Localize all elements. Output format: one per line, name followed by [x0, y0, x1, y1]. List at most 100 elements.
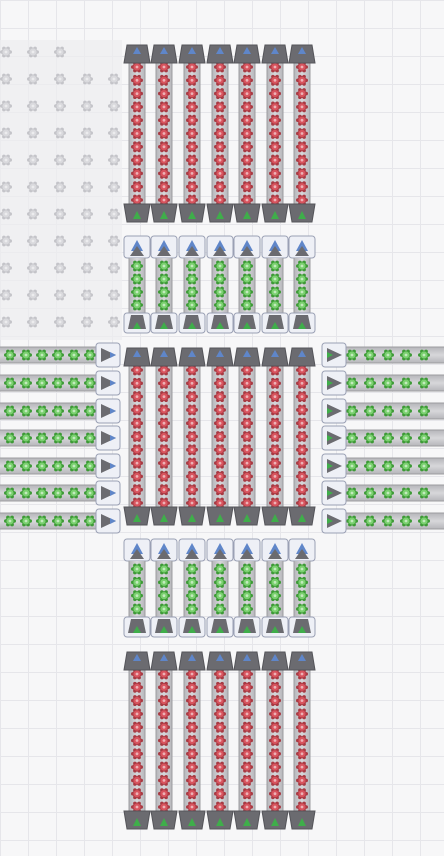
- arrow-up-icon: [269, 543, 281, 554]
- item-green-gear: [241, 590, 253, 602]
- conveyor-belt[interactable]: [294, 258, 310, 313]
- arrow-up-icon: [268, 549, 282, 559]
- ghost-gear-icon: [54, 154, 66, 166]
- ghost-gear-icon: [54, 208, 66, 220]
- item-red-gear: [131, 444, 143, 456]
- arrow-up-icon: [157, 549, 171, 559]
- item-red-gear: [131, 154, 143, 166]
- item-red-gear: [241, 377, 253, 389]
- ghost-gear-icon: [0, 154, 12, 166]
- ghost-gear-icon: [81, 208, 93, 220]
- conveyor-belt[interactable]: [156, 258, 172, 313]
- item-red-gear: [214, 114, 226, 126]
- ghost-gear-icon: [27, 127, 39, 139]
- item-red-gear: [158, 681, 170, 693]
- arrow-up-icon: [243, 818, 251, 826]
- arrow-right-icon: [110, 518, 116, 524]
- item-green-gear: [214, 260, 226, 272]
- item-red-gear: [269, 457, 282, 469]
- item-red-gear: [269, 431, 282, 442]
- item-red-gear: [131, 181, 143, 193]
- ghost-gear-icon: [81, 73, 93, 85]
- item-red-gear: [241, 404, 253, 416]
- conveyor-belt[interactable]: [212, 561, 228, 617]
- item-red-gear: [214, 391, 226, 403]
- item-green-gear: [4, 515, 16, 527]
- item-red-gear: [131, 681, 143, 693]
- item-green-gear: [20, 349, 32, 361]
- item-red-gear: [296, 444, 309, 456]
- arrow-up-icon: [160, 654, 168, 661]
- item-red-gear: [296, 708, 309, 720]
- item-red-gear: [269, 681, 282, 693]
- arrow-up-icon: [216, 322, 224, 329]
- item-green-gear: [418, 460, 431, 472]
- item-red-gear: [269, 748, 282, 760]
- ghost-gear-icon: [54, 289, 66, 301]
- conveyor-belt[interactable]: [267, 561, 283, 617]
- item-red-gear: [269, 668, 282, 680]
- item-green-gear: [214, 273, 226, 285]
- item-red-gear: [131, 404, 143, 416]
- item-red-gear: [214, 154, 226, 166]
- item-red-gear: [131, 431, 143, 442]
- item-red-gear: [158, 88, 170, 100]
- item-red-gear: [158, 391, 170, 403]
- arrow-up-icon: [160, 818, 168, 826]
- arrow-up-icon: [296, 240, 308, 251]
- item-green-gear: [36, 377, 48, 389]
- arrow-up-icon: [214, 240, 226, 251]
- item-green-gear: [84, 487, 96, 499]
- item-green-gear: [346, 349, 359, 361]
- item-red-gear: [269, 470, 282, 482]
- right-belt-row: [321, 342, 444, 368]
- conveyor-belt[interactable]: [129, 561, 145, 617]
- ghost-gear-icon: [0, 262, 12, 274]
- arrow-up-icon: [188, 47, 196, 54]
- item-green-gear: [158, 603, 170, 615]
- arrow-up-icon: [186, 240, 198, 251]
- ghost-gear-icon: [81, 235, 93, 247]
- item-red-gear: [269, 444, 282, 456]
- item-green-gear: [214, 603, 226, 615]
- conveyor-belt[interactable]: [239, 258, 255, 313]
- ghost-gear-icon: [108, 316, 120, 328]
- item-red-gear: [186, 167, 198, 179]
- conveyor-belt[interactable]: [184, 258, 200, 313]
- item-green-gear: [364, 377, 377, 389]
- conveyor-belt[interactable]: [129, 258, 145, 313]
- item-green-gear: [418, 377, 431, 389]
- ghost-gear-icon: [81, 100, 93, 112]
- arrow-right-icon: [101, 514, 116, 528]
- item-green-gear: [400, 405, 413, 417]
- arrow-up-icon: [295, 549, 309, 559]
- conveyor-belt[interactable]: [239, 561, 255, 617]
- conveyor-belt[interactable]: [212, 258, 228, 313]
- item-red-gear: [241, 774, 253, 786]
- ghost-gear-icon: [54, 316, 66, 328]
- item-red-gear: [269, 774, 282, 786]
- arrow-up-icon: [214, 543, 226, 554]
- item-green-gear: [131, 273, 143, 285]
- arrow-up-icon: [243, 626, 251, 633]
- conveyor-belt[interactable]: [267, 258, 283, 313]
- arrow-up-icon: [131, 240, 143, 251]
- conveyor-belt[interactable]: [156, 561, 172, 617]
- arrow-up-icon: [298, 654, 306, 661]
- arrow-right-icon: [110, 463, 116, 469]
- arrow-up-icon: [298, 626, 306, 633]
- left-belt-row: [0, 453, 121, 479]
- conveyor-belt[interactable]: [184, 561, 200, 617]
- ghost-gear-icon: [27, 316, 39, 328]
- conveyor-belt[interactable]: [294, 561, 310, 617]
- item-green-gear: [418, 487, 431, 499]
- item-red-gear: [186, 61, 198, 73]
- arrow-up-icon: [133, 818, 141, 826]
- item-red-gear: [241, 141, 253, 153]
- item-red-gear: [186, 114, 198, 126]
- arrow-up-icon: [133, 350, 141, 357]
- item-green-gear: [36, 432, 48, 444]
- stack-segment: [123, 235, 316, 334]
- item-red-gear: [186, 141, 198, 153]
